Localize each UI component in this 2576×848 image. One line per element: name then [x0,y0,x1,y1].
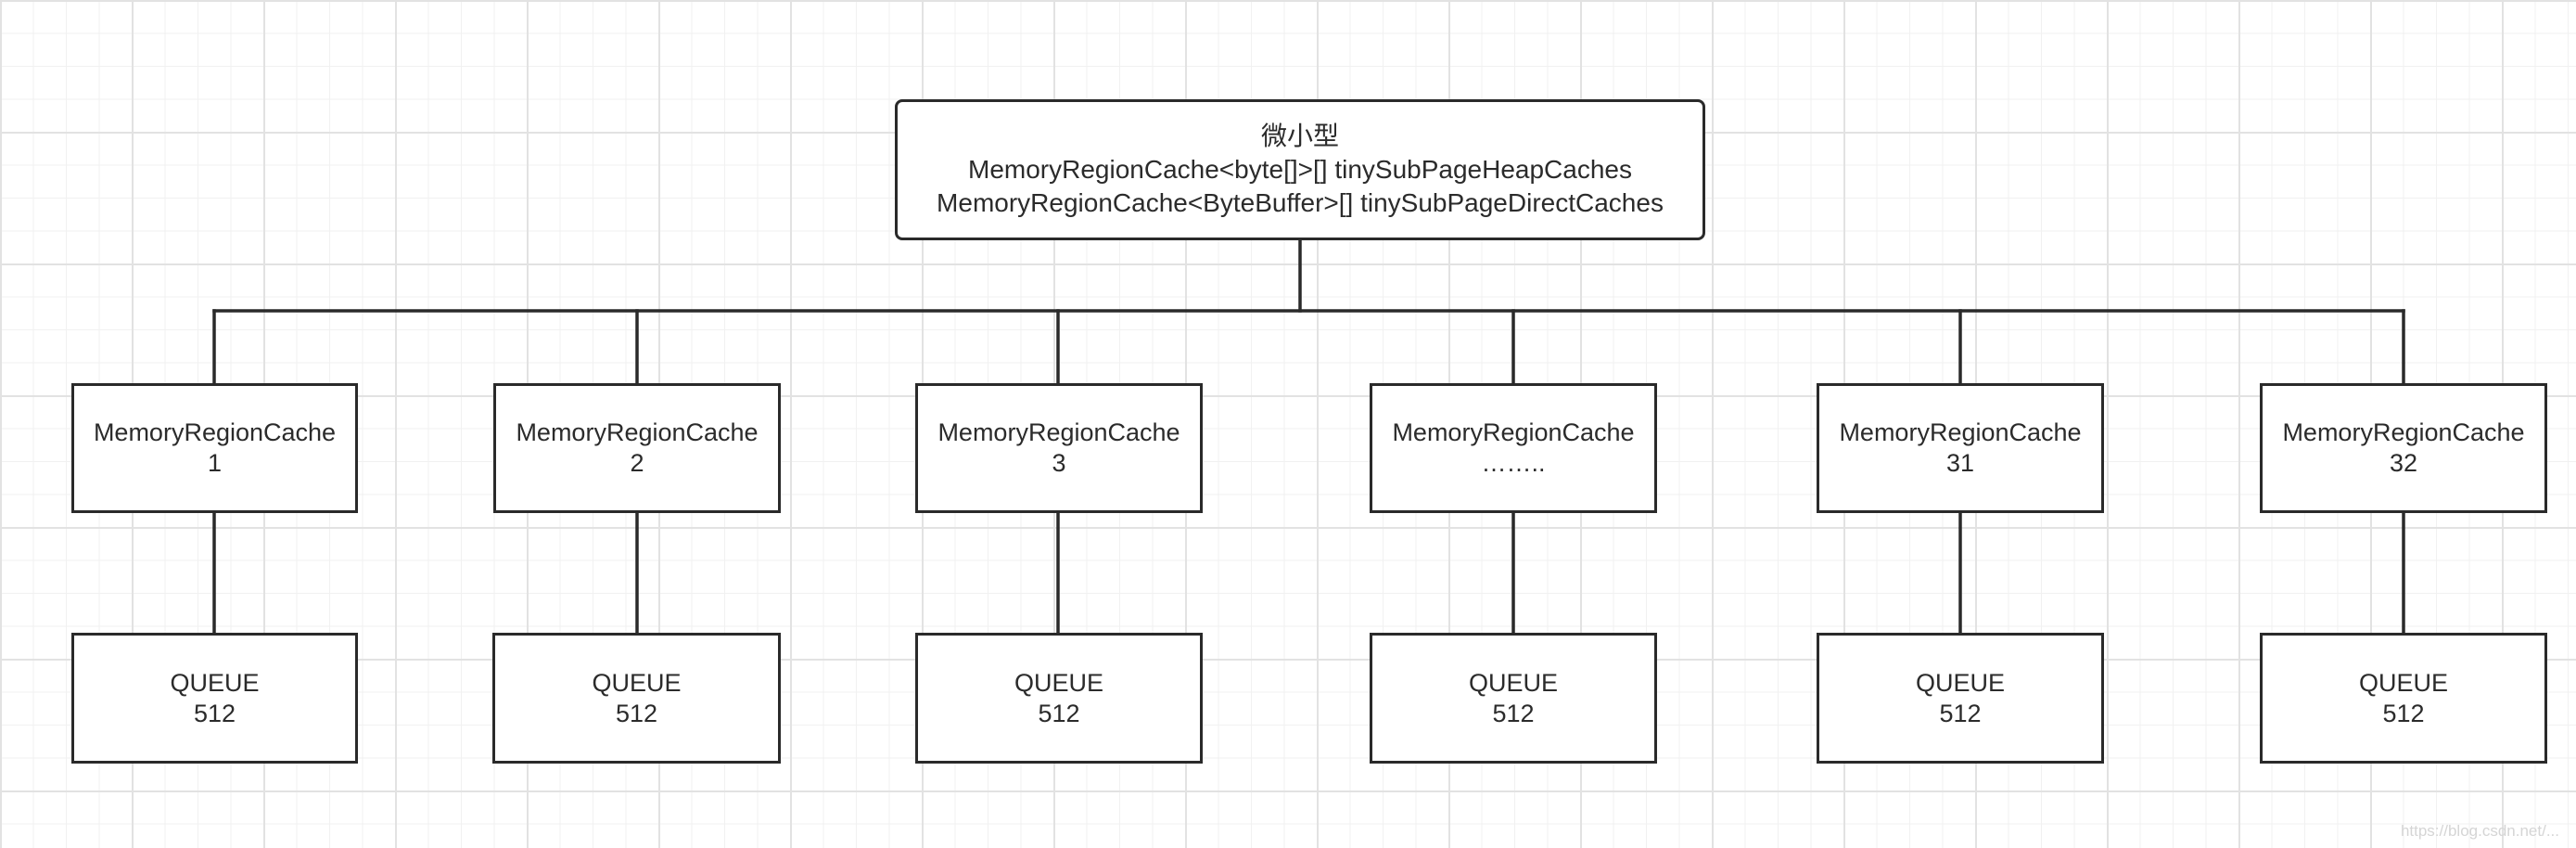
cache-name: MemoryRegionCache [516,418,759,446]
queue-size: 512 [1939,699,1982,727]
queue-size: 512 [1492,699,1535,727]
queue-size: 512 [193,699,236,727]
root-title: 微小型 [1260,122,1339,150]
cache-node-2[interactable]: MemoryRegionCache 2 [493,383,781,513]
queue-label: QUEUE [592,668,682,697]
cache-name: MemoryRegionCache [2282,418,2525,446]
queue-node-5[interactable]: QUEUE 512 [1817,633,2104,764]
root-heap-caches-label: MemoryRegionCache<byte[]>[] tinySubPageH… [968,155,1632,184]
cache-index: 3 [1052,449,1066,477]
cache-node-31[interactable]: MemoryRegionCache 31 [1817,383,2104,513]
queue-label: QUEUE [170,668,260,697]
queue-node-4[interactable]: QUEUE 512 [1370,633,1657,764]
queue-node-1[interactable]: QUEUE 512 [71,633,358,764]
cache-index: 31 [1945,449,1975,477]
cache-node-3[interactable]: MemoryRegionCache 3 [915,383,1203,513]
cache-name: MemoryRegionCache [1839,418,2082,446]
cache-node-1[interactable]: MemoryRegionCache 1 [71,383,358,513]
cache-name: MemoryRegionCache [1392,418,1635,446]
root-direct-caches-label: MemoryRegionCache<ByteBuffer>[] tinySubP… [937,188,1664,217]
watermark: https://blog.csdn.net/... [2400,822,2559,840]
queue-size: 512 [2382,699,2425,727]
queue-label: QUEUE [1468,668,1559,697]
queue-size: 512 [1038,699,1080,727]
queue-label: QUEUE [2358,668,2449,697]
cache-node-32[interactable]: MemoryRegionCache 32 [2260,383,2547,513]
cache-index: …….. [1481,449,1546,477]
queue-size: 512 [615,699,658,727]
cache-index: 32 [2389,449,2418,477]
queue-node-2[interactable]: QUEUE 512 [492,633,781,764]
cache-name: MemoryRegionCache [937,418,1180,446]
queue-label: QUEUE [1915,668,2006,697]
cache-name: MemoryRegionCache [93,418,337,446]
queue-label: QUEUE [1014,668,1104,697]
cache-node-ellipsis[interactable]: MemoryRegionCache …….. [1370,383,1657,513]
cache-index: 1 [207,449,223,477]
cache-index: 2 [630,449,644,477]
queue-node-6[interactable]: QUEUE 512 [2260,633,2547,764]
queue-node-3[interactable]: QUEUE 512 [915,633,1203,764]
root-node-tiny-caches[interactable]: 微小型 MemoryRegionCache<byte[]>[] tinySubP… [895,99,1705,240]
